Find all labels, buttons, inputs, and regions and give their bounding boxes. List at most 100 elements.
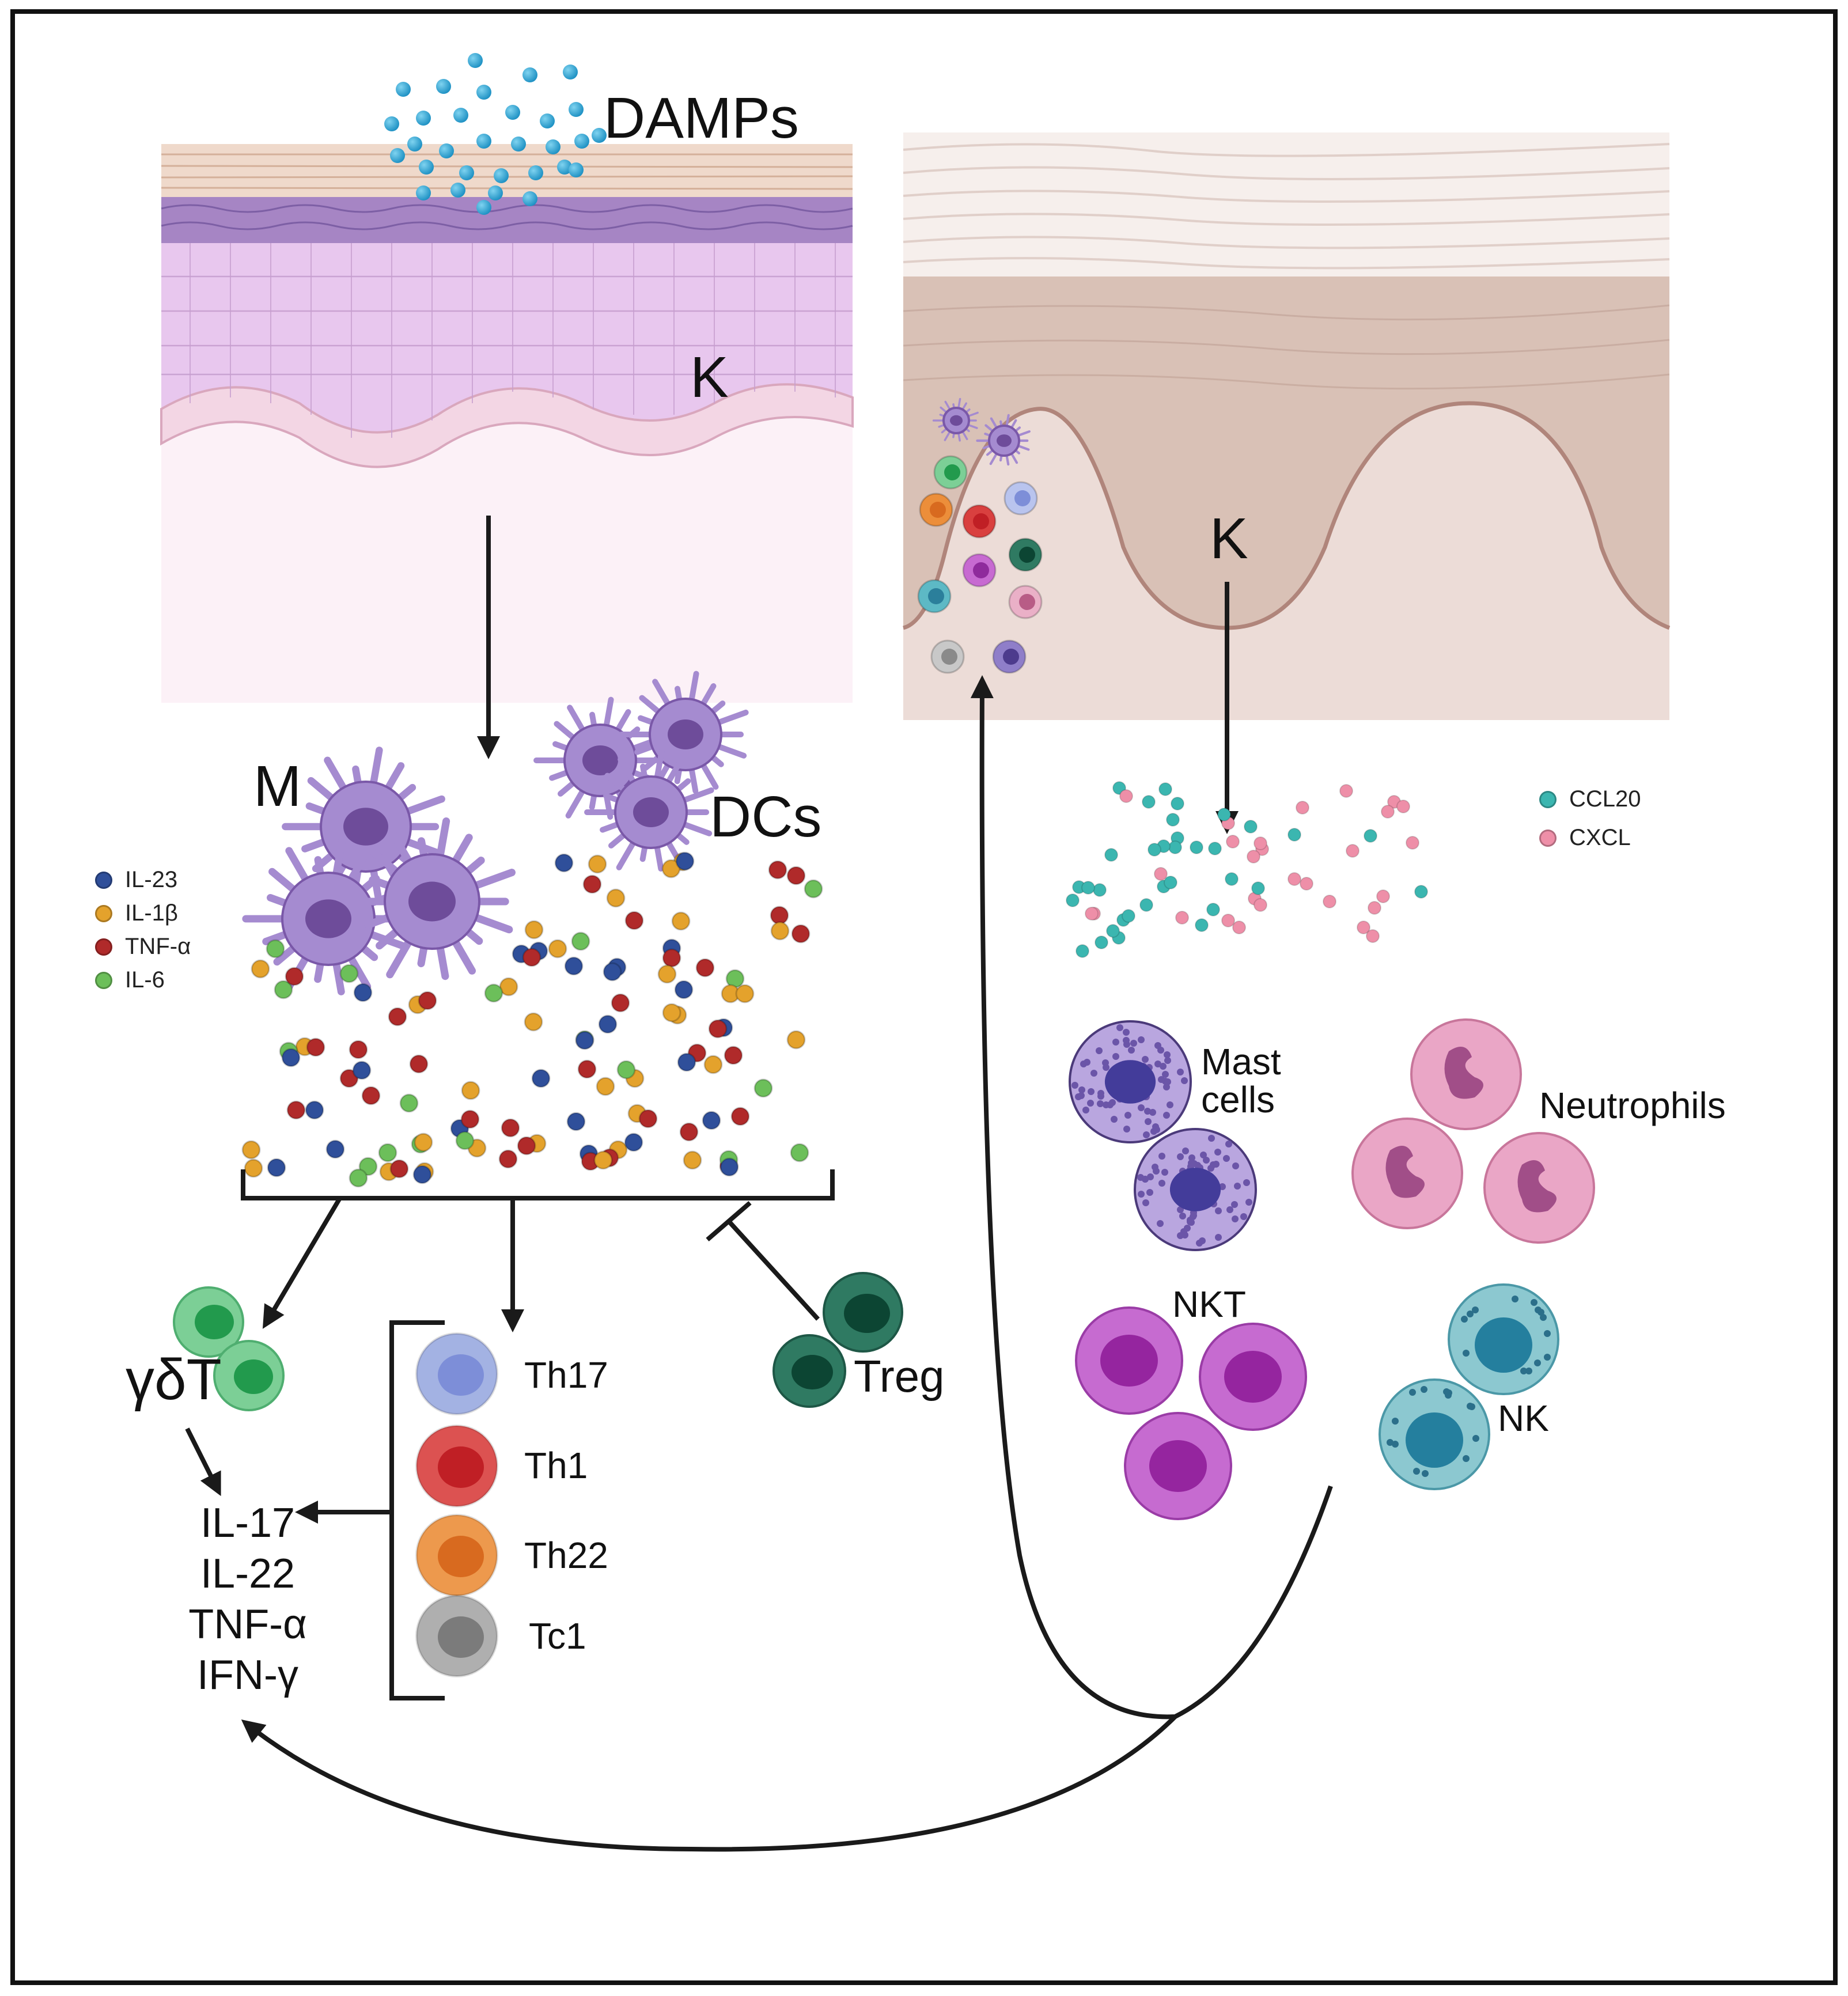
legend-label: IL-6 bbox=[125, 967, 165, 993]
granule bbox=[1534, 1359, 1541, 1366]
granule bbox=[1138, 1036, 1145, 1043]
granule bbox=[1123, 1037, 1130, 1044]
chemokine-particle bbox=[1148, 843, 1161, 857]
cell-nucleus bbox=[668, 719, 703, 750]
cytokine-particle bbox=[770, 921, 790, 941]
cytokine-scatter bbox=[241, 851, 823, 1188]
damps-particles bbox=[384, 53, 607, 215]
cytokine-particle bbox=[388, 1007, 407, 1027]
granule bbox=[1181, 1232, 1188, 1238]
nk-label: NK bbox=[1498, 1397, 1549, 1439]
cell-nucleus bbox=[343, 808, 388, 846]
cytokine-particle bbox=[661, 859, 681, 878]
granule bbox=[1531, 1299, 1538, 1306]
th-cell-nucleus bbox=[438, 1354, 484, 1396]
cytokine-particle bbox=[677, 1052, 696, 1072]
cytokine-particle bbox=[353, 983, 373, 1002]
chemokine-particle bbox=[1154, 867, 1168, 881]
granule bbox=[1124, 1112, 1131, 1119]
granule bbox=[1111, 1116, 1118, 1123]
cytokine-particle bbox=[695, 958, 715, 978]
granule bbox=[1179, 1213, 1186, 1219]
cytokine-particle bbox=[325, 1139, 345, 1159]
granule bbox=[1525, 1368, 1532, 1374]
granule bbox=[1191, 1160, 1198, 1167]
granule bbox=[1084, 1059, 1090, 1066]
granule bbox=[1162, 1071, 1169, 1078]
cytokine-particle bbox=[770, 906, 789, 925]
cytokine-particle bbox=[461, 1081, 480, 1100]
legend-item: IL-23 bbox=[95, 867, 177, 893]
granule bbox=[1232, 1215, 1239, 1222]
granule bbox=[1163, 1112, 1170, 1119]
cytokine-particle bbox=[575, 1031, 594, 1050]
nkt-cell bbox=[1199, 1323, 1307, 1431]
cytokine-particle bbox=[548, 939, 567, 959]
nkt-label: NKT bbox=[1172, 1283, 1246, 1325]
damp-particle bbox=[476, 200, 491, 215]
cytokine-particle bbox=[730, 1107, 750, 1126]
damp-particle bbox=[488, 185, 503, 200]
chemokine-particle bbox=[1166, 813, 1180, 827]
right-skin-panel bbox=[902, 132, 1671, 720]
damp-particle bbox=[546, 139, 561, 154]
th-cell-nucleus bbox=[438, 1616, 484, 1658]
nkt-cell bbox=[1075, 1306, 1183, 1415]
granule bbox=[1422, 1470, 1429, 1477]
granule bbox=[1188, 1154, 1195, 1161]
granule bbox=[1544, 1330, 1551, 1337]
granule bbox=[1392, 1418, 1399, 1425]
granule bbox=[1071, 1082, 1078, 1089]
chemokine-particle bbox=[1195, 918, 1209, 932]
cytokine-particle bbox=[281, 1048, 301, 1067]
cytokine-particle bbox=[566, 1112, 586, 1131]
granule bbox=[1421, 1386, 1427, 1393]
cytokine-particle bbox=[703, 1055, 723, 1074]
granule bbox=[1215, 1207, 1222, 1214]
chemokine-particle bbox=[1095, 935, 1108, 949]
chemokine-particle bbox=[1364, 829, 1377, 843]
gdt-cells bbox=[173, 1286, 285, 1411]
cytokine-particle bbox=[498, 1149, 518, 1169]
granule bbox=[1472, 1435, 1479, 1442]
cytokine-particle bbox=[339, 964, 359, 983]
cytokine-particle bbox=[624, 1133, 643, 1152]
cytokine-particle bbox=[708, 1019, 728, 1039]
chemokine-particle bbox=[1093, 883, 1107, 897]
chemokine-particle bbox=[1366, 929, 1380, 943]
granule bbox=[1112, 1039, 1119, 1046]
cytokine-particle bbox=[786, 1030, 806, 1050]
damp-particle bbox=[557, 160, 572, 175]
granule bbox=[1167, 1101, 1173, 1108]
immune-cell-nucleus bbox=[928, 588, 944, 604]
granule bbox=[1181, 1077, 1188, 1084]
chemokine-particle bbox=[1106, 924, 1120, 938]
legend-item: IL-6 bbox=[95, 967, 165, 993]
chemokine-scatter bbox=[1066, 781, 1428, 958]
macrophage-label: M bbox=[253, 754, 302, 819]
cytokine-particle bbox=[418, 991, 437, 1010]
cell-nucleus bbox=[1104, 1060, 1156, 1104]
granule bbox=[1467, 1311, 1474, 1317]
chemokine-particle bbox=[1139, 898, 1153, 912]
chemokine-particle bbox=[1076, 944, 1089, 958]
damp-particle bbox=[505, 105, 520, 120]
cytokine-bracket bbox=[241, 1169, 835, 1200]
chemokine-particle bbox=[1158, 782, 1172, 796]
granule bbox=[1146, 1189, 1153, 1196]
cell-nucleus bbox=[997, 434, 1012, 447]
cytokine-particle bbox=[409, 1054, 429, 1074]
granule bbox=[1520, 1368, 1527, 1374]
treg-inhibition bbox=[727, 1219, 820, 1321]
chemokine-particle bbox=[1381, 805, 1395, 819]
chemokine-particle bbox=[1368, 901, 1381, 915]
chemokine-particle bbox=[1171, 797, 1184, 810]
cytokine-particle bbox=[306, 1037, 325, 1057]
cytokine-particle bbox=[554, 853, 574, 873]
cytokine-particle bbox=[606, 888, 626, 908]
granule bbox=[1226, 1206, 1233, 1213]
cytokine-particle bbox=[522, 948, 541, 967]
cell-nucleus bbox=[408, 881, 456, 922]
granule bbox=[1190, 1212, 1197, 1219]
damp-particle bbox=[450, 183, 465, 198]
